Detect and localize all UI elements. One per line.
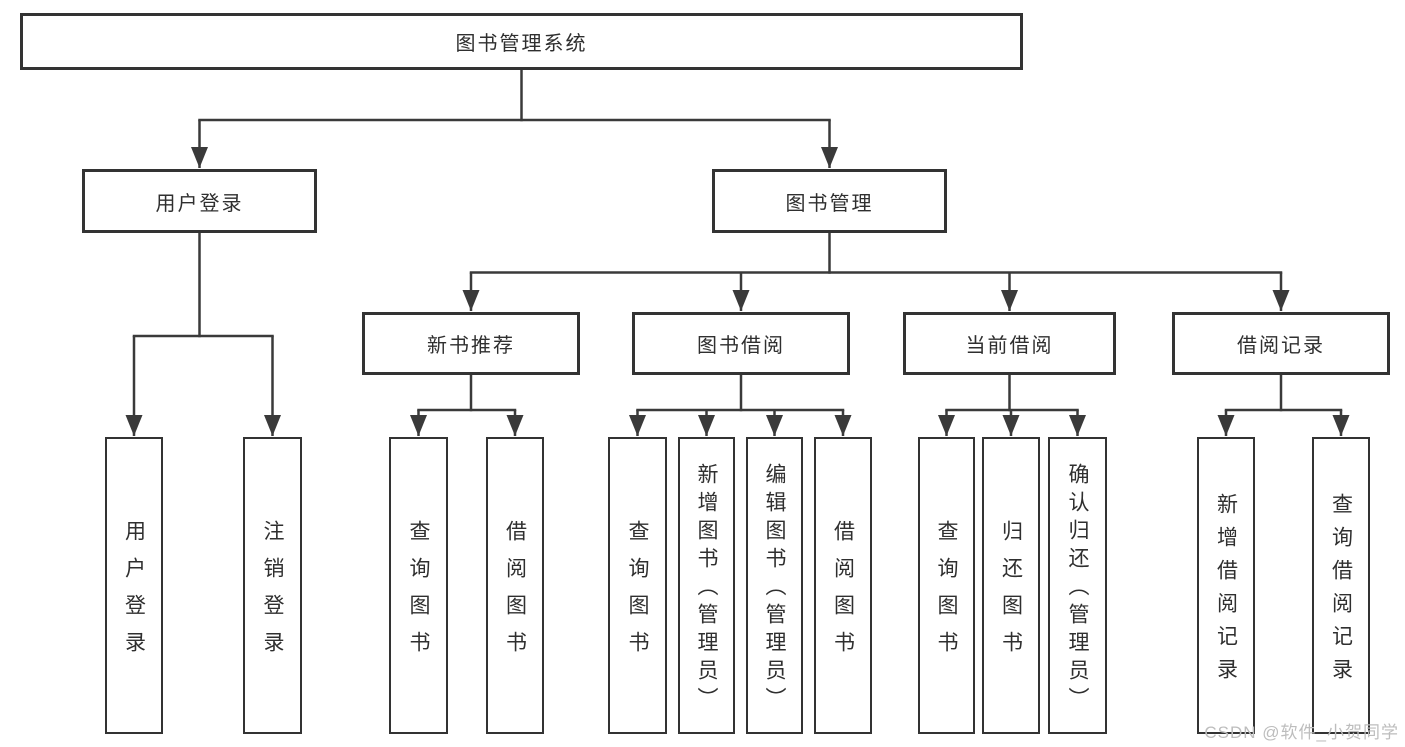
- node-root-system: 图书管理系统: [20, 13, 1023, 70]
- leaf-borrow-books-recommend-label: 借阅图书: [503, 519, 527, 668]
- leaf-query-books-recommend: 查询图书: [389, 437, 448, 734]
- connector-arrows: [125, 120, 1350, 436]
- leaf-logout: 注销登录: [243, 437, 302, 734]
- node-new-book-recommend: 新书推荐: [362, 312, 580, 375]
- leaf-user-login-label: 用户登录: [122, 519, 146, 668]
- leaf-add-books-admin: 新增图书（管理员）: [678, 437, 735, 734]
- leaf-edit-books-admin-label: 编辑图书（管理员）: [763, 463, 786, 715]
- leaf-query-books-borrow-label: 查询图书: [626, 519, 649, 668]
- node-current-borrow: 当前借阅: [903, 312, 1116, 375]
- node-book-management: 图书管理: [712, 169, 947, 233]
- leaf-add-books-admin-label: 新增图书（管理员）: [695, 463, 718, 715]
- leaf-borrow-books-recommend: 借阅图书: [486, 437, 544, 734]
- node-book-borrow: 图书借阅: [632, 312, 850, 375]
- leaf-borrow-books-label: 借阅图书: [831, 519, 855, 668]
- leaf-confirm-return-admin-label: 确认归还（管理员）: [1066, 463, 1089, 715]
- leaf-add-borrow-record-label: 新增借阅记录: [1214, 492, 1238, 691]
- leaf-borrow-books: 借阅图书: [814, 437, 872, 734]
- leaf-query-borrow-record-label: 查询借阅记录: [1329, 492, 1353, 691]
- leaf-query-borrow-record: 查询借阅记录: [1312, 437, 1370, 734]
- node-user-login: 用户登录: [82, 169, 317, 233]
- csdn-watermark: CSDN @软件_小贺同学: [1204, 723, 1399, 742]
- connector-segments: [132, 68, 1343, 412]
- leaf-return-books-label: 归还图书: [999, 519, 1023, 668]
- leaf-query-books-borrow: 查询图书: [608, 437, 667, 734]
- leaf-logout-label: 注销登录: [261, 519, 284, 668]
- leaf-query-books-current: 查询图书: [918, 437, 975, 734]
- leaf-return-books: 归还图书: [982, 437, 1040, 734]
- node-borrow-records: 借阅记录: [1172, 312, 1390, 375]
- leaf-confirm-return-admin: 确认归还（管理员）: [1048, 437, 1107, 734]
- leaf-user-login: 用户登录: [105, 437, 163, 734]
- leaf-edit-books-admin: 编辑图书（管理员）: [746, 437, 803, 734]
- leaf-query-books-current-label: 查询图书: [935, 519, 958, 668]
- leaf-add-borrow-record: 新增借阅记录: [1197, 437, 1255, 734]
- leaf-query-books-recommend-label: 查询图书: [407, 519, 430, 668]
